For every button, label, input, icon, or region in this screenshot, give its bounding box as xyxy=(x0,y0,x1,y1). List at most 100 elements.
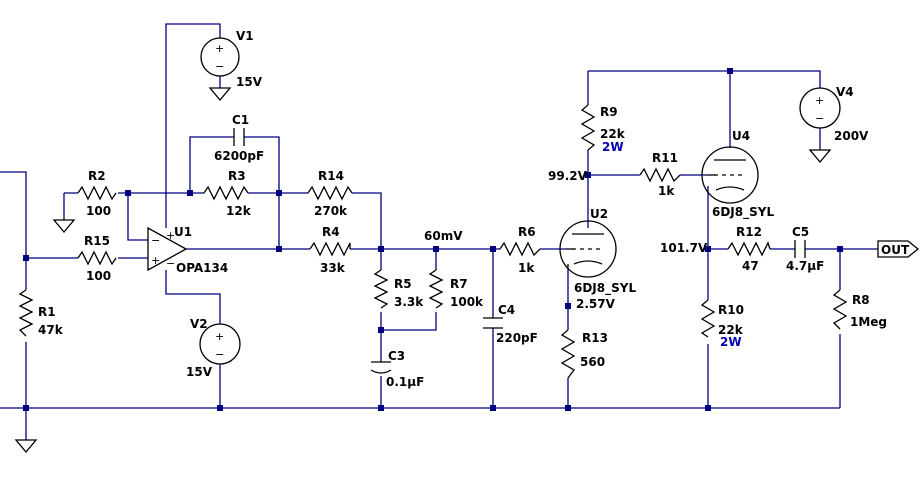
label-r14-name: R14 xyxy=(318,169,344,183)
out-port: OUT xyxy=(877,240,920,258)
label-r1-name: R1 xyxy=(38,305,56,319)
capacitor-c1-symbol xyxy=(233,128,245,146)
label-c5-value: 4.7µF xyxy=(786,259,824,273)
label-r8-name: R8 xyxy=(852,293,870,307)
symbol-label: + xyxy=(215,330,224,343)
label-v1-value: 15V xyxy=(236,75,263,89)
label-r14-value: 270k xyxy=(314,204,348,218)
resistor-r4-symbol xyxy=(309,241,351,257)
resistor-r10-symbol xyxy=(700,299,716,338)
voltage-source-v4-symbol: + − xyxy=(799,87,841,129)
label-v4-value: 200V xyxy=(834,129,869,143)
capacitors xyxy=(233,128,806,374)
resistor-r13-symbol xyxy=(560,329,576,379)
voltage-source-v1-symbol: + − xyxy=(200,37,240,77)
resistor-r6-symbol xyxy=(499,241,541,257)
label-c5-name: C5 xyxy=(792,225,809,239)
label-u2-name: U2 xyxy=(590,207,608,221)
resistor-r1-symbol xyxy=(18,289,34,337)
resistor-r11-symbol xyxy=(639,167,681,183)
label-r7-name: R7 xyxy=(450,277,468,291)
label-r3-name: R3 xyxy=(228,169,246,183)
symbol-label: + xyxy=(166,229,175,242)
label-u1-name: U1 xyxy=(174,225,192,239)
voltage-source-v2-symbol: + − xyxy=(199,323,241,365)
label-r8-value: 1Meg xyxy=(850,315,887,329)
label-v1-name: V1 xyxy=(236,29,254,43)
label-r13-name: R13 xyxy=(582,331,608,345)
symbol-label: + xyxy=(151,254,160,267)
label-filter-node-voltage: 60mV xyxy=(424,229,463,243)
resistor-r9-symbol xyxy=(580,104,596,151)
symbol-label: + xyxy=(215,42,224,55)
symbol-label: − xyxy=(215,60,224,73)
label-u4-cathode-voltage: 101.7V xyxy=(660,241,708,255)
label-u4-name: U4 xyxy=(732,129,750,143)
label-r6-name: R6 xyxy=(518,225,536,239)
resistor-r14-symbol xyxy=(307,185,353,201)
label-u1-model: OPA134 xyxy=(176,261,228,275)
label-c3-name: C3 xyxy=(388,349,405,363)
triode-u2-symbol xyxy=(559,220,617,278)
label-v2-name: V2 xyxy=(190,317,208,331)
symbol-label: − xyxy=(215,348,224,361)
label-r15-name: R15 xyxy=(84,234,110,248)
resistor-r5-symbol xyxy=(373,269,389,309)
resistors xyxy=(18,104,848,379)
label-r11-name: R11 xyxy=(652,151,678,165)
label-u2-cathode-voltage: 2.57V xyxy=(576,297,616,311)
resistor-r12-symbol xyxy=(727,241,771,257)
label-r7-value: 100k xyxy=(450,295,484,309)
opamp-u1-symbol: − + + − xyxy=(147,226,188,272)
label-c1-name: C1 xyxy=(232,113,249,127)
label-r13-value: 560 xyxy=(580,355,605,369)
label-v4-name: V4 xyxy=(836,85,854,99)
resistor-r15-symbol xyxy=(77,250,117,266)
label-r4-value: 33k xyxy=(320,261,346,275)
label-r2-value: 100 xyxy=(86,204,111,218)
label-r12-name: R12 xyxy=(736,225,762,239)
symbol-label: − xyxy=(151,234,160,247)
label-r11-value: 1k xyxy=(658,184,675,198)
label-r1-value: 47k xyxy=(38,323,64,337)
label-r12-value: 47 xyxy=(742,259,759,273)
label-u4-model: 6DJ8_SYL xyxy=(712,205,774,220)
label-r2-name: R2 xyxy=(88,169,106,183)
triode-u4-symbol xyxy=(701,146,759,204)
label-r5-value: 3.3k xyxy=(394,295,424,309)
resistor-r3-symbol xyxy=(203,185,249,201)
label-r4-name: R4 xyxy=(322,225,340,239)
resistor-r7-symbol xyxy=(428,269,444,309)
ground-symbols xyxy=(14,87,832,454)
resistor-r8-symbol xyxy=(832,289,848,330)
label-r9-rating: 2W xyxy=(602,140,624,154)
label-r10-name: R10 xyxy=(718,303,744,317)
component-labels: V1 15V C1 6200pF R2 100 R3 12k R14 270k … xyxy=(38,29,887,389)
label-r10-value: 22k xyxy=(718,323,744,337)
label-r9-name: R9 xyxy=(600,105,618,119)
symbol-label: OUT xyxy=(881,243,910,257)
capacitor-c3-symbol xyxy=(370,361,392,374)
label-u2-plate-voltage: 99.2V xyxy=(548,169,588,183)
label-r3-value: 12k xyxy=(226,204,252,218)
resistor-r2-symbol xyxy=(77,185,117,201)
label-c3-value: 0.1µF xyxy=(386,375,424,389)
voltage-sources: + − + − + − xyxy=(199,37,841,365)
label-c4-name: C4 xyxy=(498,303,515,317)
symbol-label: + xyxy=(815,94,824,107)
label-r15-value: 100 xyxy=(86,269,111,283)
label-r6-value: 1k xyxy=(518,261,535,275)
label-u2-model: 6DJ8_SYL xyxy=(574,281,636,296)
capacitor-c4-symbol xyxy=(483,317,503,329)
symbol-label: − xyxy=(166,257,175,270)
junctions xyxy=(23,68,843,411)
capacitor-c5-symbol xyxy=(794,240,806,258)
symbol-label: − xyxy=(815,112,824,125)
label-c4-value: 220pF xyxy=(496,331,538,345)
label-r5-name: R5 xyxy=(394,277,412,291)
label-r9-value: 22k xyxy=(600,127,626,141)
label-c1-value: 6200pF xyxy=(214,149,264,163)
label-v2-value: 15V xyxy=(186,365,213,379)
label-r10-rating: 2W xyxy=(720,335,742,349)
